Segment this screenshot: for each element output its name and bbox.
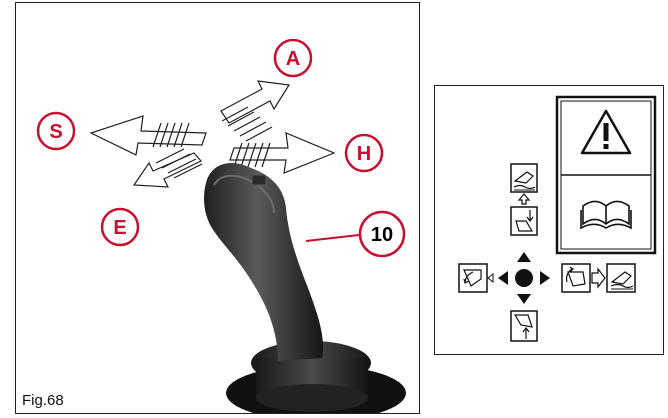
operator-manual-icon [580, 200, 632, 230]
figure-caption: Fig.68 [22, 392, 64, 409]
svg-text:10: 10 [371, 224, 393, 246]
boom-raise-icon [510, 310, 538, 342]
svg-text:A: A [286, 48, 300, 70]
callout-leader [305, 234, 360, 242]
boom-lower-icon [510, 206, 538, 236]
callout-10: 10 [358, 210, 406, 258]
label-e: E [100, 207, 140, 247]
arrow-h [229, 132, 336, 174]
joystick-illustration: A S H E 10 [36, 38, 406, 413]
label-s: S [36, 111, 76, 151]
control-decal [434, 85, 664, 355]
bucket-dump-icon [606, 263, 636, 293]
float-arrow-icon [517, 193, 531, 205]
decal-svg [458, 95, 657, 342]
label-h: H [344, 133, 384, 173]
svg-text:S: S [49, 121, 62, 143]
bucket-curl-icon [561, 263, 591, 293]
arrow-a [220, 80, 291, 142]
joystick-grip [204, 163, 324, 361]
svg-text:H: H [357, 143, 371, 165]
arrow-s [89, 115, 207, 156]
label-a: A [273, 38, 313, 78]
warning-triangle-icon [580, 109, 632, 155]
bucket-float-icon [510, 163, 538, 193]
curl-arrow-icon [591, 267, 606, 289]
joystick-figure: A S H E 10 Fig.68 [15, 2, 420, 414]
bucket-tilt-icon [458, 263, 488, 293]
arrow-e [132, 148, 203, 188]
direction-arrows-icon [498, 252, 550, 304]
svg-text:E: E [113, 217, 126, 239]
tilt-arrow-icon [487, 272, 494, 284]
